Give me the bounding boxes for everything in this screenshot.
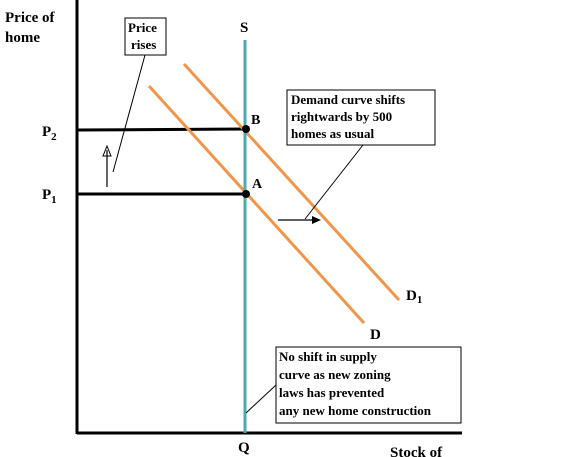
demand-shift-arrowhead: [312, 216, 321, 224]
supply-label: S: [240, 20, 248, 36]
quantity-label: Q: [238, 440, 250, 456]
supply-callout-line1: No shift in supply: [279, 349, 377, 364]
point-b-marker: [242, 125, 250, 133]
price-callout-leader: [112, 54, 146, 173]
price-callout-box: [124, 17, 167, 56]
supply-callout-line2: curve as new zoning: [279, 367, 391, 382]
demand-callout-box: [286, 89, 436, 146]
price-callout-line1: Price: [128, 20, 157, 35]
x-axis-label: Stock of: [390, 445, 443, 457]
y-axis-label-line2: home: [5, 30, 40, 46]
supply-callout-line4: any new home construction: [279, 403, 432, 418]
demand-callout-line2: rightwards by 500: [291, 109, 392, 124]
demand-callout-line1: Demand curve shifts: [291, 92, 405, 107]
demand-d1-label: D1: [406, 288, 422, 306]
supply-callout-line3: laws has prevented: [279, 385, 385, 400]
price-p2-label: P2: [42, 124, 57, 143]
y-axis-label-line1: Price of: [5, 10, 56, 26]
demand-curve-d1: [182, 62, 401, 302]
demand-callout-leader: [304, 144, 364, 220]
demand-curve-d: [147, 84, 366, 325]
demand-d-label: D: [370, 327, 381, 343]
point-a-label: A: [252, 177, 263, 192]
supply-callout-box: [275, 346, 462, 424]
point-a-marker: [242, 190, 250, 198]
supply-callout-leader: [245, 384, 277, 414]
demand-callout-line3: homes as usual: [291, 126, 374, 141]
point-b-label: B: [251, 113, 260, 128]
price-line-p2: [76, 127, 247, 132]
price-p1-label: P1: [42, 187, 57, 206]
price-rise-arrowhead: [102, 144, 112, 157]
price-callout-line2: rises: [131, 37, 156, 52]
